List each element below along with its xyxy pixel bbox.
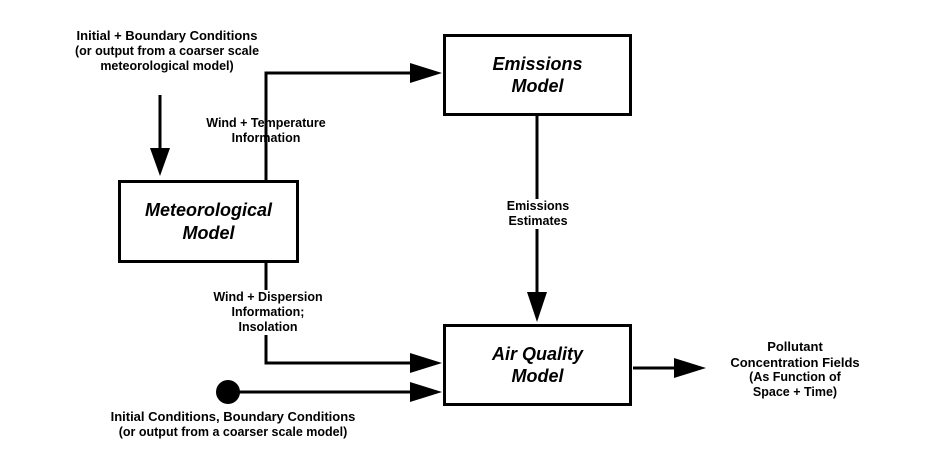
arrowhead-air-quality-to-output [674, 358, 706, 378]
wind-dispersion-label: Wind + Dispersion Information; Insolatio… [188, 290, 348, 335]
initial-conditions-label: Initial Conditions, Boundary Conditions … [110, 409, 356, 439]
wind-temperature-label: Wind + Temperature Information [206, 116, 326, 145]
arrowhead-meteorological-to-emissions [410, 63, 442, 83]
meteorological-model-box: Meteorological Model [118, 180, 299, 263]
arrowhead-initial-to-meteorological [150, 148, 170, 176]
emissions-model-box: Emissions Model [443, 34, 632, 116]
arrowhead-initial-conditions-to-air-quality [410, 382, 442, 402]
pollutant-concentration-label: Pollutant Concentration Fields (As Funct… [730, 339, 860, 400]
emissions-estimates-label: Emissions Estimates [478, 199, 598, 229]
emissions-model-label: Emissions Model [492, 53, 583, 97]
arrow-meteorological-to-emissions [264, 71, 412, 180]
meteorological-model-label: Meteorological Model [144, 200, 273, 243]
air-quality-model-box: Air Quality Model [443, 324, 632, 406]
arrowhead-emissions-to-air-quality [527, 292, 547, 322]
air-quality-model-label: Air Quality Model [491, 343, 584, 387]
arrowhead-meteorological-to-air-quality [410, 353, 442, 373]
initial-boundary-conditions-label: Initial + Boundary Conditions (or output… [74, 28, 260, 73]
